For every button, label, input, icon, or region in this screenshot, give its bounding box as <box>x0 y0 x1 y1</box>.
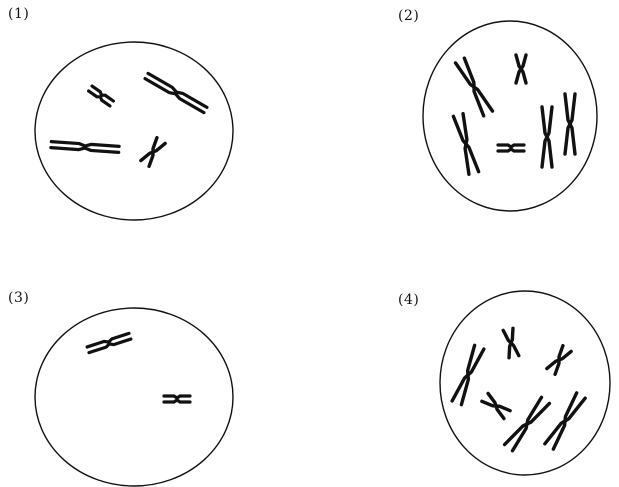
cell-3-membrane <box>34 307 234 487</box>
chromosome <box>496 143 526 153</box>
cell-4 <box>439 290 611 476</box>
panel-1-label: (1) <box>8 6 30 22</box>
chromosome <box>85 331 133 355</box>
chromosome <box>453 56 495 118</box>
cell-3 <box>34 307 234 487</box>
chromosome <box>87 84 115 108</box>
cell-4-membrane <box>439 290 611 476</box>
cell-1-membrane <box>34 41 234 221</box>
chromosome <box>514 53 528 85</box>
chromosome <box>49 140 121 154</box>
chromosome <box>563 92 577 156</box>
panel-3-label: (3) <box>8 290 30 306</box>
panel-2-label: (2) <box>398 8 420 24</box>
chromosome <box>162 394 192 404</box>
chromosome <box>540 105 554 169</box>
panel-4-label: (4) <box>398 292 420 308</box>
chromosome <box>143 71 209 115</box>
cell-1 <box>34 41 234 221</box>
chromosome <box>139 135 167 169</box>
cell-2-membrane <box>422 20 598 212</box>
chromosome <box>480 391 512 421</box>
cell-2 <box>422 20 598 212</box>
chromosome <box>501 326 521 360</box>
chromosome <box>543 391 587 451</box>
chromosome <box>545 343 573 377</box>
chromosome <box>451 112 481 176</box>
chromosome <box>502 395 552 453</box>
chromosome <box>450 343 486 407</box>
